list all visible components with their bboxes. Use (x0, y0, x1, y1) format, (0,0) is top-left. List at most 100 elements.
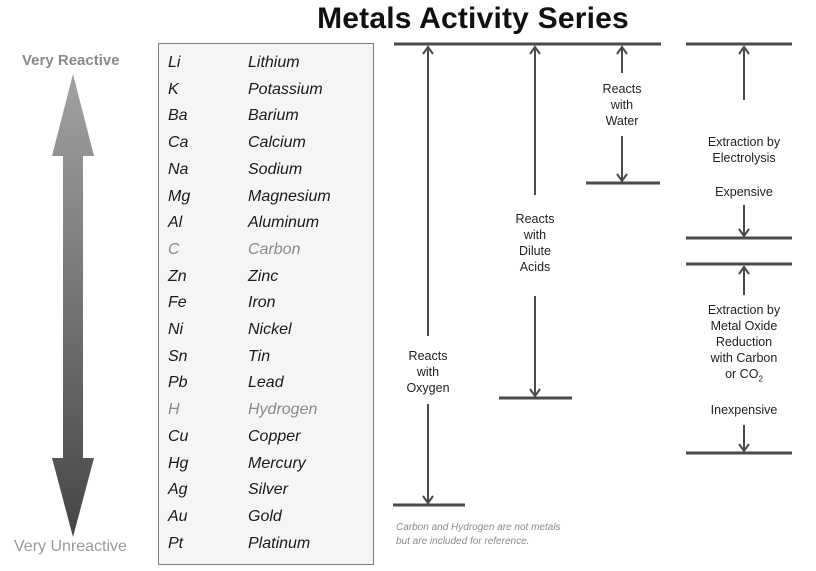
element-name: Copper (248, 427, 301, 445)
table-row: Mg Magnesium (159, 188, 373, 214)
element-symbol: Pb (168, 374, 188, 392)
element-symbol: Pt (168, 534, 184, 552)
element-name: Mercury (248, 454, 306, 472)
very-reactive-label: Very Reactive (22, 52, 120, 69)
arrow-up-icon (616, 45, 628, 55)
table-row-nonmetal: H Hydrogen (159, 401, 373, 427)
label-line: or CO2 (684, 366, 804, 388)
element-name: Barium (248, 107, 299, 125)
arrow-up-icon (738, 45, 750, 55)
label-line: Oxygen (406, 381, 450, 395)
label-line: Electrolysis (712, 151, 776, 165)
reactivity-double-arrow-icon (52, 74, 94, 537)
arrow-up-icon (422, 45, 434, 55)
footnote-line: Carbon and Hydrogen are not metals (396, 522, 561, 533)
element-symbol: Cu (168, 427, 189, 445)
table-row: Au Gold (159, 508, 373, 534)
element-symbol: Zn (168, 267, 187, 285)
arrow-down-icon (616, 173, 628, 183)
element-symbol: K (168, 80, 179, 98)
label-line: with (416, 365, 440, 379)
element-name: Potassium (248, 80, 323, 98)
element-name: Aluminum (248, 214, 320, 232)
arrow-down-icon (422, 495, 434, 505)
table-row: Cu Copper (159, 428, 373, 454)
element-symbol: Fe (168, 294, 187, 312)
arrow-down-icon (738, 443, 750, 453)
reacts-with-water-label: Reacts with Water (589, 81, 655, 129)
table-row: Pb Lead (159, 374, 373, 400)
label-line: Extraction by (707, 135, 781, 149)
label-line: Acids (519, 260, 551, 274)
arrow-up-icon (738, 265, 750, 275)
inexpensive-label: Inexpensive (710, 403, 778, 417)
reacts-with-acids-label: Reacts with Dilute Acids (502, 211, 568, 275)
element-symbol: Hg (168, 454, 189, 472)
label-line: Dilute (519, 244, 551, 258)
label-line: with (610, 98, 634, 112)
label-line: Reacts (602, 82, 642, 96)
element-name: Lead (248, 374, 284, 392)
element-symbol: Mg (168, 187, 191, 205)
element-name: Magnesium (248, 187, 331, 205)
element-name: Zinc (248, 267, 279, 285)
table-row-nonmetal: C Carbon (159, 241, 373, 267)
table-row: Sn Tin (159, 348, 373, 374)
element-name: Gold (248, 507, 282, 525)
element-name: Calcium (248, 134, 306, 152)
table-row: Zn Zinc (159, 268, 373, 294)
label-line: Water (605, 114, 639, 128)
footnote-line: but are included for reference. (396, 536, 530, 547)
label-line: Reduction (715, 335, 773, 349)
element-symbol: Ag (168, 481, 188, 499)
subscript-2: 2 (758, 374, 763, 384)
table-row: Li Lithium (159, 54, 373, 80)
element-name: Tin (248, 347, 271, 365)
element-name: Carbon (248, 240, 301, 258)
element-name: Iron (248, 294, 276, 312)
footnote: Carbon and Hydrogen are not metals but a… (396, 521, 561, 549)
arrow-down-icon (529, 388, 541, 398)
element-symbol: Ba (168, 107, 188, 125)
element-name: Sodium (248, 160, 303, 178)
element-symbol: Al (168, 214, 183, 232)
table-row: Fe Iron (159, 294, 373, 320)
element-symbol: H (168, 401, 180, 419)
element-name: Silver (248, 481, 289, 499)
arrow-up-icon (529, 45, 541, 55)
table-row: K Potassium (159, 81, 373, 107)
element-symbol: Ni (168, 321, 184, 338)
element-symbol: Ca (168, 134, 189, 152)
arrow-down-icon (738, 228, 750, 238)
label-line: Reacts (515, 212, 555, 226)
table-row: Ni Nickel (159, 321, 373, 347)
element-name: Platinum (248, 534, 311, 552)
element-symbol: Sn (168, 347, 188, 365)
element-name: Hydrogen (248, 401, 318, 419)
expensive-label: Expensive (715, 185, 773, 199)
element-symbol: Li (168, 54, 181, 71)
element-symbol: Au (168, 507, 188, 525)
table-row: Na Sodium (159, 161, 373, 187)
label-line: Extraction by (707, 303, 781, 317)
label-line: with (523, 228, 547, 242)
label-line: with Carbon (710, 351, 778, 365)
table-row: Al Aluminum (159, 214, 373, 240)
co2-text: or CO (725, 367, 759, 381)
electrolysis-label: Extraction by Electrolysis (684, 134, 804, 166)
very-unreactive-label: Very Unreactive (14, 538, 127, 555)
page-title: Metals Activity Series (317, 2, 629, 35)
element-symbol: Na (168, 160, 189, 178)
table-row: Pt Platinum (159, 535, 373, 561)
label-line: Reacts (408, 349, 448, 363)
table-row: Ag Silver (159, 481, 373, 507)
element-name: Nickel (248, 321, 292, 338)
label-line: Metal Oxide (710, 319, 778, 333)
reduction-label: Extraction by Metal Oxide Reduction with… (684, 302, 804, 388)
table-row: Ba Barium (159, 107, 373, 133)
element-symbol: C (168, 240, 180, 258)
element-name: Lithium (248, 54, 300, 71)
table-row: Hg Mercury (159, 455, 373, 481)
